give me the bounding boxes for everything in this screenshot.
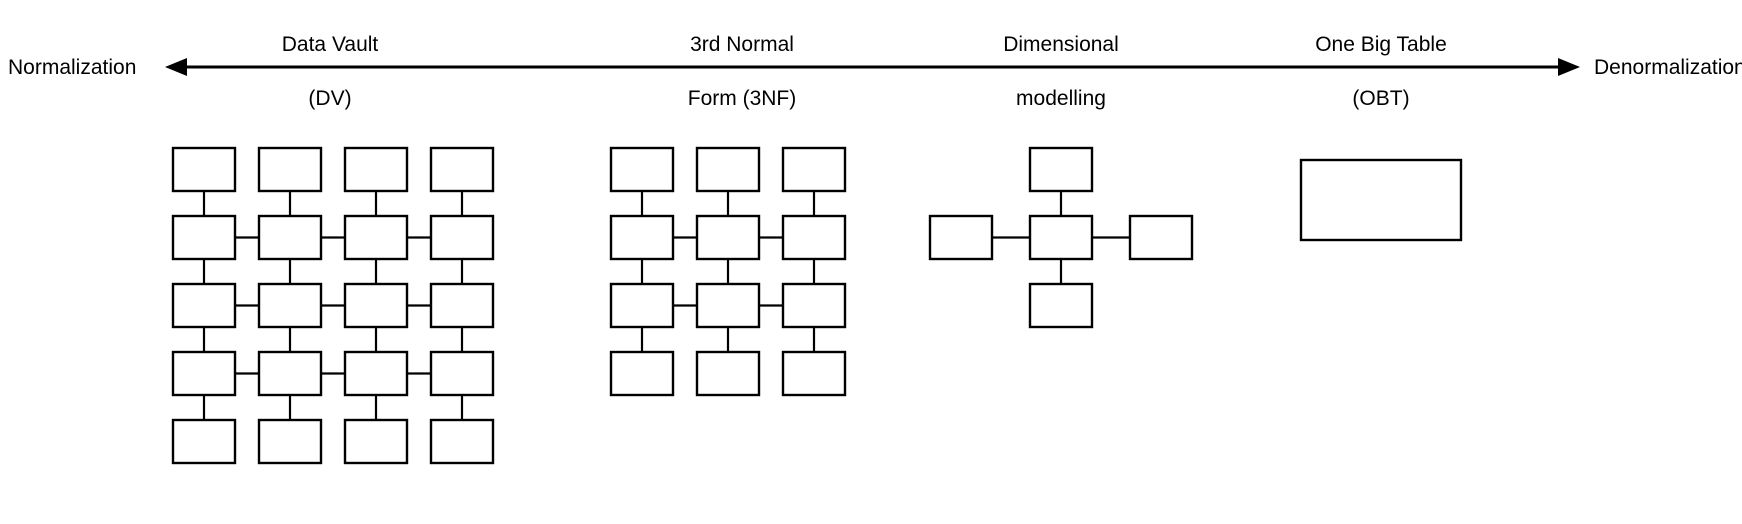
entity-box bbox=[695, 282, 761, 329]
entity-box bbox=[429, 282, 495, 329]
entity-box bbox=[429, 418, 495, 465]
normalization-axis bbox=[165, 58, 1580, 76]
stage-label-line2: (OBT) bbox=[1352, 86, 1410, 110]
entity-box bbox=[781, 146, 847, 193]
stage-label-line1: One Big Table bbox=[1315, 32, 1447, 56]
stage-label-third-normal-form: 3rd Normal Form (3NF) bbox=[642, 5, 842, 139]
entity-box bbox=[171, 282, 237, 329]
dimension-box-east bbox=[1128, 214, 1194, 261]
stage-label-data-vault: Data Vault (DV) bbox=[230, 5, 430, 139]
stage-label-line2: Form (3NF) bbox=[687, 86, 797, 110]
entity-box bbox=[171, 214, 237, 261]
entity-box bbox=[695, 214, 761, 261]
entity-box bbox=[257, 418, 323, 465]
arrow-head-right-icon bbox=[1558, 58, 1580, 76]
entity-box bbox=[343, 146, 409, 193]
entity-box bbox=[781, 214, 847, 261]
entity-box bbox=[343, 418, 409, 465]
entity-box bbox=[343, 282, 409, 329]
one-big-table-box bbox=[1299, 158, 1463, 242]
third-normal-form-grid bbox=[609, 146, 847, 397]
entity-box bbox=[609, 214, 675, 261]
entity-box bbox=[257, 282, 323, 329]
entity-box bbox=[343, 214, 409, 261]
entity-box bbox=[257, 214, 323, 261]
entity-box bbox=[429, 214, 495, 261]
dimension-box-west bbox=[928, 214, 994, 261]
entity-box bbox=[257, 350, 323, 397]
entity-box bbox=[171, 418, 237, 465]
entity-box bbox=[609, 350, 675, 397]
entity-box bbox=[609, 282, 675, 329]
entity-box bbox=[609, 146, 675, 193]
entity-box bbox=[695, 350, 761, 397]
entity-box bbox=[429, 350, 495, 397]
data-vault-grid bbox=[171, 146, 495, 465]
entity-box bbox=[171, 350, 237, 397]
entity-box bbox=[257, 146, 323, 193]
entity-box bbox=[695, 146, 761, 193]
dimension-box-south bbox=[1028, 282, 1094, 329]
fact-box-center bbox=[1028, 214, 1094, 261]
dimension-box-north bbox=[1028, 146, 1094, 193]
entity-box bbox=[429, 146, 495, 193]
one-big-table-box bbox=[1299, 158, 1463, 242]
stage-label-line1: Dimensional bbox=[1003, 32, 1119, 56]
arrow-head-left-icon bbox=[165, 58, 187, 76]
axis-label-normalization: Normalization bbox=[8, 56, 137, 79]
stage-label-line1: 3rd Normal bbox=[690, 32, 794, 56]
entity-box bbox=[171, 146, 237, 193]
stage-label-line1: Data Vault bbox=[281, 32, 379, 56]
stage-label-line2: (DV) bbox=[308, 86, 352, 110]
axis-label-denormalization: Denormalization bbox=[1594, 56, 1742, 79]
stage-label-dimensional-modelling: Dimensional modelling bbox=[961, 5, 1161, 139]
dimensional-star-schema bbox=[928, 146, 1194, 329]
entity-box bbox=[781, 282, 847, 329]
stage-label-one-big-table: One Big Table (OBT) bbox=[1281, 5, 1481, 139]
entity-box bbox=[343, 350, 409, 397]
entity-box bbox=[781, 350, 847, 397]
stage-label-line2: modelling bbox=[1016, 86, 1106, 110]
